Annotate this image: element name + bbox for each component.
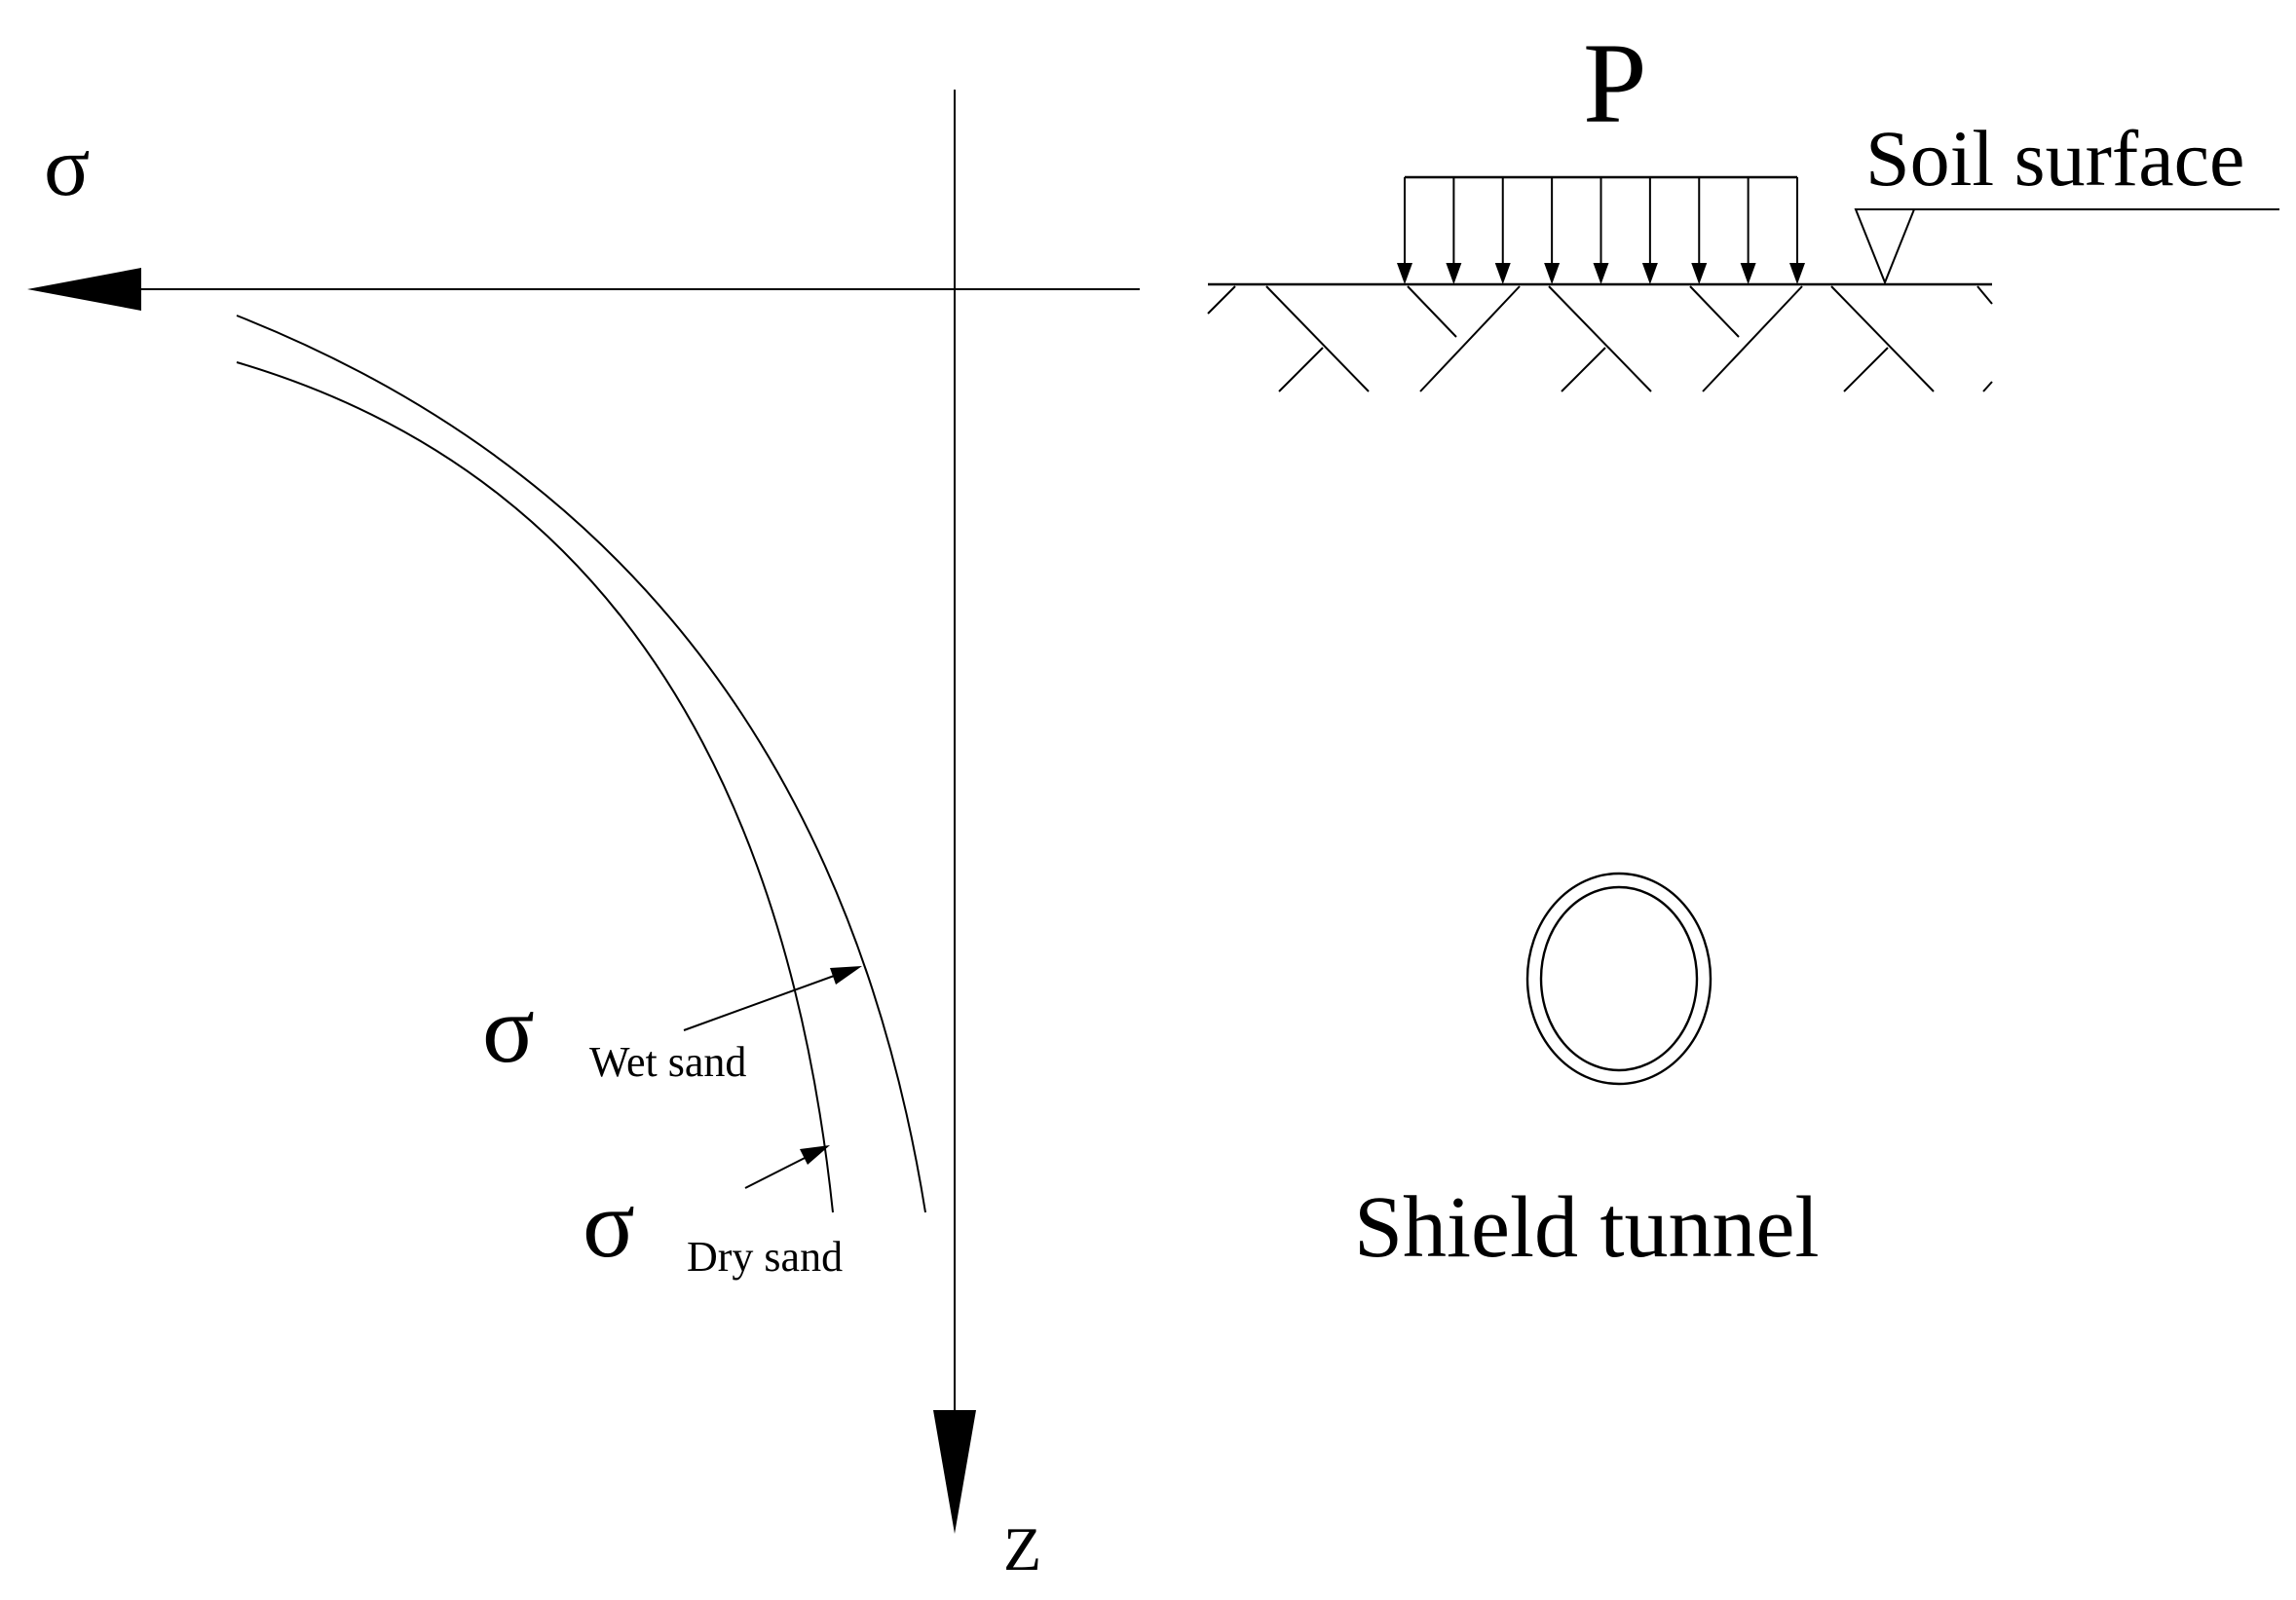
stress-axis-label: σ bbox=[44, 120, 90, 214]
soil-hatching bbox=[1207, 285, 1993, 392]
dry-sand-subscript-label: Dry sand bbox=[687, 1233, 843, 1281]
soil-surface-label: Soil surface bbox=[1865, 114, 2244, 203]
load-arrow-head bbox=[1641, 263, 1658, 284]
shield-tunnel bbox=[1525, 872, 1713, 1086]
tunnel-label: Shield tunnel bbox=[1354, 1179, 1819, 1276]
load-arrow-head bbox=[1397, 263, 1412, 284]
load-arrow-head bbox=[1740, 263, 1756, 284]
depth-axis-arrowhead bbox=[933, 1410, 976, 1534]
load-arrow-head bbox=[1544, 263, 1561, 284]
depth-axis-label: Z bbox=[1003, 1514, 1041, 1583]
load-label: P bbox=[1583, 19, 1647, 147]
distributed-load bbox=[1397, 175, 1805, 284]
tunnel-inner-ring bbox=[1539, 885, 1699, 1072]
dry-sand-curve bbox=[236, 361, 834, 1213]
load-arrow-head bbox=[1446, 263, 1462, 284]
stress-axis-arrowhead bbox=[27, 268, 141, 311]
load-arrow-head bbox=[1789, 263, 1805, 284]
stress-axis bbox=[27, 268, 1140, 311]
depth-axis bbox=[933, 90, 976, 1534]
wet-sand-sigma-label: σ bbox=[482, 975, 535, 1083]
dry-sand-sigma-label: σ bbox=[583, 1170, 635, 1278]
dry-sand-leader bbox=[744, 1145, 830, 1189]
wet-sand-leader bbox=[683, 966, 862, 1031]
load-arrow-head bbox=[1494, 263, 1511, 284]
soil-surface-marker bbox=[1854, 208, 2279, 285]
wet-sand-subscript-label: Wet sand bbox=[589, 1038, 746, 1086]
load-arrow-head bbox=[1593, 263, 1609, 284]
wet-sand-curve bbox=[236, 315, 926, 1213]
load-arrow-head bbox=[1691, 263, 1708, 284]
tunnel-outer-ring bbox=[1525, 872, 1713, 1086]
